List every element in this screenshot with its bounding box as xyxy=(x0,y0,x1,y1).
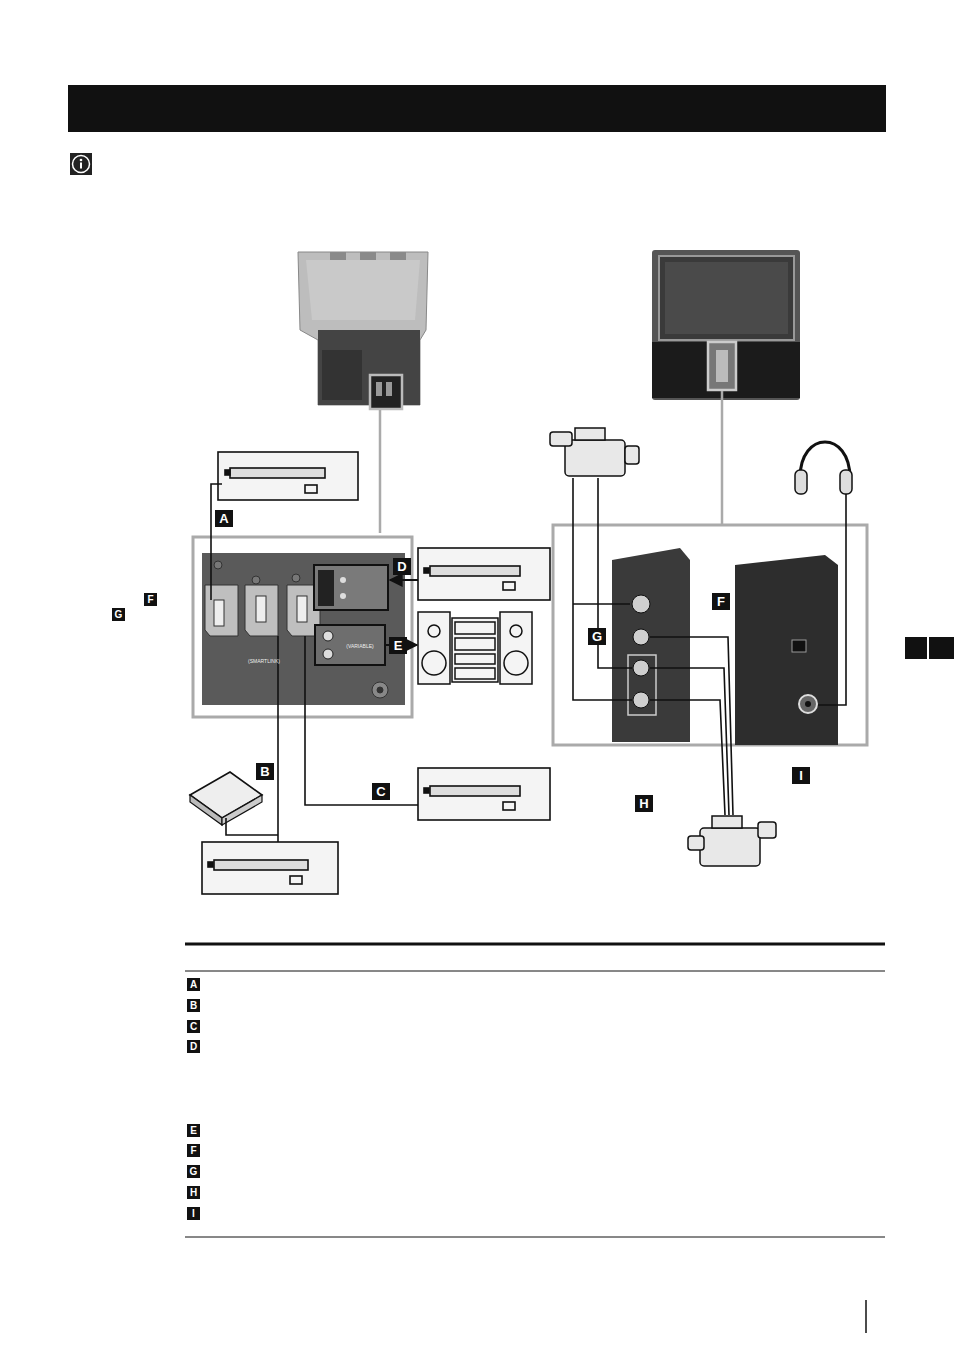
table-letter: B xyxy=(187,999,200,1012)
table-rule xyxy=(185,1237,885,1238)
port-label: (SMARTLINK) xyxy=(244,657,284,665)
callout-letter: G xyxy=(112,608,125,621)
page-rule xyxy=(865,1300,867,1333)
callout-letter: H xyxy=(635,795,653,812)
table-letter: E xyxy=(187,1124,200,1137)
table-letter: A xyxy=(187,978,200,991)
rear-panel-photo xyxy=(202,553,405,705)
callout-letter: E xyxy=(389,637,407,654)
callout-letter: G xyxy=(588,628,606,645)
table-letter: I xyxy=(187,1207,200,1220)
table-letter: F xyxy=(187,1144,200,1157)
callout-letter: F xyxy=(144,593,157,606)
decoder xyxy=(190,772,262,825)
table-letter: G xyxy=(187,1165,200,1178)
hifi-system xyxy=(418,612,532,684)
front-panel-frame xyxy=(553,525,867,745)
headphones xyxy=(795,442,852,494)
port-label: (VARIABLE) xyxy=(338,642,382,650)
table-letter: D xyxy=(187,1040,200,1053)
table-letter: C xyxy=(187,1020,200,1033)
side-panel-photo xyxy=(735,555,838,745)
header-bar xyxy=(68,85,886,132)
info-icon xyxy=(70,153,92,175)
tv-rear xyxy=(298,252,428,409)
vcr xyxy=(202,452,550,894)
callout-letter: C xyxy=(372,783,390,800)
tv-front xyxy=(652,250,800,400)
arrow xyxy=(390,579,418,581)
callout-letter: B xyxy=(256,763,274,780)
scart-sockets xyxy=(205,561,388,698)
section-tab xyxy=(905,637,927,659)
table-letter: H xyxy=(187,1186,200,1199)
rear-panel-frame xyxy=(193,537,412,717)
callout-letter: D xyxy=(393,558,411,575)
camcorder xyxy=(550,428,776,866)
callout-letter: A xyxy=(215,510,233,527)
section-tab xyxy=(929,637,954,659)
callout-letter: F xyxy=(712,593,730,610)
front-panel-photo xyxy=(612,548,690,742)
table-rule xyxy=(185,971,885,972)
table-rule xyxy=(185,943,885,946)
callout-letter: I xyxy=(792,767,810,784)
cables xyxy=(211,478,846,842)
speaker-terminal-box xyxy=(314,565,388,610)
audio-out-box xyxy=(315,625,385,665)
